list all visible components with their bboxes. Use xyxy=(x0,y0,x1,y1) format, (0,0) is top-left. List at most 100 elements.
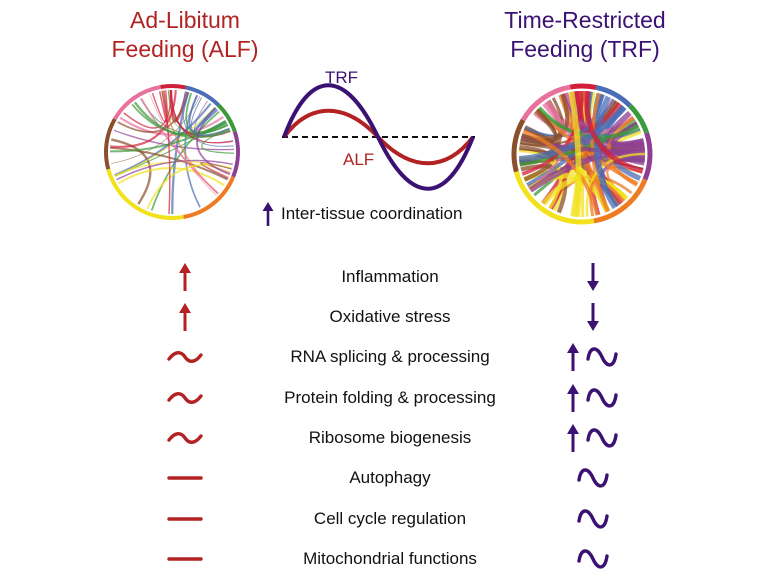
chord-link xyxy=(584,90,644,174)
inter-tissue-coordination: Inter-tissue coordination xyxy=(262,199,522,229)
chord-link xyxy=(133,101,231,139)
arrow-up-icon xyxy=(567,343,579,371)
chord-link xyxy=(589,179,626,217)
trf-heading-line-1: Time-Restricted xyxy=(504,7,666,33)
chord-link xyxy=(109,119,227,153)
trf-effect xyxy=(558,260,628,294)
process-row: RNA splicing & processing xyxy=(0,338,768,376)
chord-link xyxy=(522,129,600,216)
alf-effect xyxy=(165,381,205,415)
process-row: Ribosome biogenesis xyxy=(0,419,768,457)
process-label: Inflammation xyxy=(341,267,439,286)
trf-effect xyxy=(558,300,628,334)
chord-ring-segment xyxy=(520,84,571,122)
strong-wave-icon xyxy=(586,347,618,367)
weak-wave-icon xyxy=(167,392,203,404)
chord-ring-segment xyxy=(513,170,595,225)
chord-link xyxy=(111,96,201,164)
rhythm-comparison-diagram: TRF ALF xyxy=(282,68,475,191)
chord-link xyxy=(590,92,610,213)
chord-links xyxy=(109,89,235,215)
process-row: Cell cycle regulation xyxy=(0,500,768,538)
trf-curve-label: TRF xyxy=(325,68,358,87)
arrow-up-icon xyxy=(567,424,579,452)
chord-ring-segment xyxy=(217,103,237,133)
process-label: Oxidative stress xyxy=(329,307,451,326)
chord-link xyxy=(606,110,645,147)
weak-wave-icon xyxy=(167,351,203,363)
strong-wave-icon xyxy=(577,468,609,488)
process-label: Autophagy xyxy=(349,468,431,487)
chord-link xyxy=(521,90,585,176)
chord-ring-segment xyxy=(113,85,161,121)
trf-effect xyxy=(558,542,628,576)
chord-ring-segment xyxy=(595,85,632,108)
strong-wave-icon xyxy=(577,509,609,529)
alf-effect xyxy=(165,260,205,294)
chord-link xyxy=(150,111,220,211)
alf-effect xyxy=(165,340,205,374)
chord-ring-segment xyxy=(569,83,597,90)
alf-effect xyxy=(165,502,205,536)
chord-link xyxy=(200,161,232,179)
arrow-up-icon xyxy=(179,263,191,291)
chord-link xyxy=(117,167,225,187)
trf-heading: Time-Restricted Feeding (TRF) xyxy=(460,6,710,64)
chord-ring-segment xyxy=(628,104,650,134)
process-row: Autophagy xyxy=(0,459,768,497)
chord-link xyxy=(521,109,558,144)
chord-link xyxy=(171,91,190,215)
process-row: Oxidative stress xyxy=(0,298,768,336)
process-row: Mitochondrial functions xyxy=(0,540,768,578)
chord-link xyxy=(163,90,171,214)
process-row: Protein folding & processing xyxy=(0,379,768,417)
chord-link xyxy=(158,90,168,123)
chord-ring-segment xyxy=(104,118,117,170)
weak-wave-icon xyxy=(167,432,203,444)
process-row: Inflammation xyxy=(0,258,768,296)
process-label: RNA splicing & processing xyxy=(290,347,490,366)
trf-effect xyxy=(558,461,628,495)
chord-ring-segment xyxy=(185,85,221,107)
chord-link xyxy=(528,144,645,193)
trf-effect xyxy=(558,502,628,536)
alf-chord-diagram xyxy=(104,84,240,220)
alf-curve-label: ALF xyxy=(343,150,374,169)
chord-link xyxy=(110,90,177,148)
flat-line-icon xyxy=(167,557,203,561)
chord-ring-segment xyxy=(511,118,526,173)
arrow-up-icon xyxy=(567,384,579,412)
chord-link xyxy=(140,97,219,195)
trf-effect xyxy=(558,340,628,374)
chord-ring-segment xyxy=(231,130,240,178)
chord-link xyxy=(149,94,217,196)
arrow-down-icon xyxy=(587,303,599,331)
chord-ring-segment xyxy=(642,132,653,181)
chord-link xyxy=(610,121,645,148)
alf-effect xyxy=(165,300,205,334)
process-label: Mitochondrial functions xyxy=(303,549,477,568)
trf-effect xyxy=(558,381,628,415)
arrow-down-icon xyxy=(587,263,599,291)
alf-heading-line-2: Feeding (ALF) xyxy=(111,36,259,62)
chord-link xyxy=(116,159,233,181)
trf-chord-diagram xyxy=(511,83,653,225)
chord-ring-segment xyxy=(183,175,236,219)
chord-link xyxy=(568,91,582,218)
chord-link xyxy=(170,89,234,144)
alf-heading: Ad-Libitum Feeding (ALF) xyxy=(70,6,300,64)
chord-link xyxy=(111,138,152,205)
chord-link xyxy=(193,107,219,132)
strong-wave-icon xyxy=(577,549,609,569)
chord-ring-segment xyxy=(593,178,648,224)
chord-ring-segment xyxy=(106,168,184,220)
process-label: Protein folding & processing xyxy=(284,388,496,407)
alf-effect xyxy=(165,542,205,576)
chord-link xyxy=(110,146,228,181)
chord-link xyxy=(188,95,230,137)
process-label: Ribosome biogenesis xyxy=(308,428,472,447)
chord-link xyxy=(151,90,168,123)
chord-link xyxy=(593,95,618,210)
alf-effect xyxy=(165,461,205,495)
alf-effect xyxy=(165,421,205,455)
